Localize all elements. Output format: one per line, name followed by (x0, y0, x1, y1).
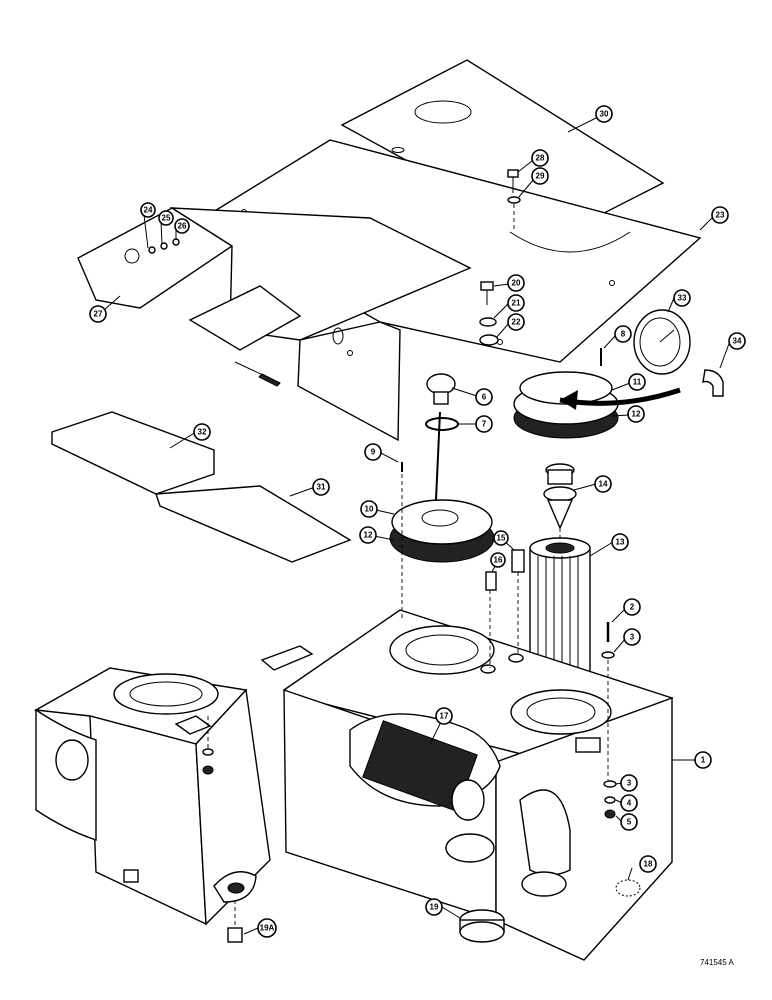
callout-12-upper: 12 (627, 405, 645, 423)
callout-5: 5 (620, 813, 638, 831)
svg-text:17: 17 (440, 712, 449, 721)
callout-11: 11 (628, 373, 646, 391)
callout-3-upper: 3 (623, 628, 641, 646)
callout-27: 27 (89, 305, 107, 323)
filler-flange (389, 462, 495, 563)
callout-29: 29 (531, 167, 549, 185)
svg-text:12: 12 (632, 410, 641, 419)
svg-text:19A: 19A (260, 924, 275, 933)
callout-33: 33 (673, 289, 691, 307)
callout-16: 16 (490, 552, 506, 568)
dipstick (425, 373, 459, 501)
callout-24: 24 (140, 202, 156, 218)
svg-text:18: 18 (644, 860, 653, 869)
drawing-number: 741545 A (700, 958, 734, 967)
callout-12-lower: 12 (359, 526, 377, 544)
svg-text:13: 13 (616, 538, 625, 547)
callout-26: 26 (174, 218, 190, 234)
callout-32: 32 (193, 423, 211, 441)
callout-18: 18 (639, 855, 657, 873)
svg-text:30: 30 (600, 110, 609, 119)
plug-19 (459, 909, 505, 943)
svg-text:27: 27 (94, 310, 103, 319)
svg-text:7: 7 (482, 420, 487, 429)
callout-8: 8 (614, 325, 632, 343)
svg-text:1: 1 (701, 756, 706, 765)
svg-text:9: 9 (371, 448, 376, 457)
callout-17: 17 (435, 707, 453, 725)
svg-text:34: 34 (733, 337, 742, 346)
svg-text:29: 29 (536, 172, 545, 181)
reservoir-alt-view (33, 667, 271, 943)
svg-text:19: 19 (430, 903, 439, 912)
bolt-28 (507, 169, 521, 232)
callout-21: 21 (507, 294, 525, 312)
svg-text:6: 6 (482, 393, 487, 402)
svg-text:4: 4 (627, 799, 632, 808)
reservoir-tank (260, 609, 674, 961)
svg-text:23: 23 (716, 211, 725, 220)
svg-text:10: 10 (365, 505, 374, 514)
svg-text:21: 21 (512, 299, 521, 308)
svg-text:11: 11 (633, 378, 642, 387)
svg-text:15: 15 (497, 534, 506, 543)
svg-text:8: 8 (621, 330, 626, 339)
svg-text:16: 16 (494, 556, 503, 565)
pressure-gauge (633, 309, 724, 397)
callout-34: 34 (728, 332, 746, 350)
callout-23: 23 (711, 206, 729, 224)
callout-3-lower: 3 (620, 774, 638, 792)
callout-15: 15 (493, 530, 509, 546)
callout-19: 19 (425, 898, 443, 916)
callout-22: 22 (507, 313, 525, 331)
svg-text:24: 24 (144, 206, 153, 215)
svg-text:26: 26 (178, 222, 187, 231)
fittings (485, 549, 525, 591)
callout-10: 10 (360, 500, 378, 518)
bolt-2 (601, 622, 615, 659)
svg-text:25: 25 (162, 214, 171, 223)
callout-9: 9 (364, 443, 382, 461)
callout-1: 1 (694, 751, 712, 769)
svg-text:14: 14 (599, 480, 608, 489)
hardware-3-4-5 (603, 780, 617, 819)
callout-30: 30 (595, 105, 613, 123)
callout-7: 7 (475, 415, 493, 433)
svg-text:33: 33 (678, 294, 687, 303)
shield-panels (51, 411, 352, 563)
callout-20: 20 (507, 274, 525, 292)
svg-text:3: 3 (627, 779, 632, 788)
leader-lines (103, 116, 731, 935)
callout-25: 25 (158, 210, 174, 226)
svg-text:31: 31 (317, 483, 326, 492)
callout-28: 28 (531, 149, 549, 167)
bolt-20 (479, 281, 499, 346)
svg-text:32: 32 (198, 428, 207, 437)
callout-14: 14 (594, 475, 612, 493)
callout-19a: 19A (257, 918, 277, 938)
callout-31: 31 (312, 478, 330, 496)
svg-text:5: 5 (627, 818, 632, 827)
svg-text:22: 22 (512, 318, 521, 327)
svg-text:12: 12 (364, 531, 373, 540)
callout-13: 13 (611, 533, 629, 551)
bypass-valve (543, 463, 577, 530)
filter-element (529, 537, 591, 689)
filter-cover (513, 348, 681, 439)
svg-text:3: 3 (630, 633, 635, 642)
svg-text:28: 28 (536, 154, 545, 163)
callout-4: 4 (620, 794, 638, 812)
assembly-lines (207, 474, 609, 928)
callout-2: 2 (623, 598, 641, 616)
svg-text:20: 20 (512, 279, 521, 288)
svg-text:2: 2 (630, 603, 635, 612)
bracket-panel (77, 207, 472, 442)
callout-6: 6 (475, 388, 493, 406)
